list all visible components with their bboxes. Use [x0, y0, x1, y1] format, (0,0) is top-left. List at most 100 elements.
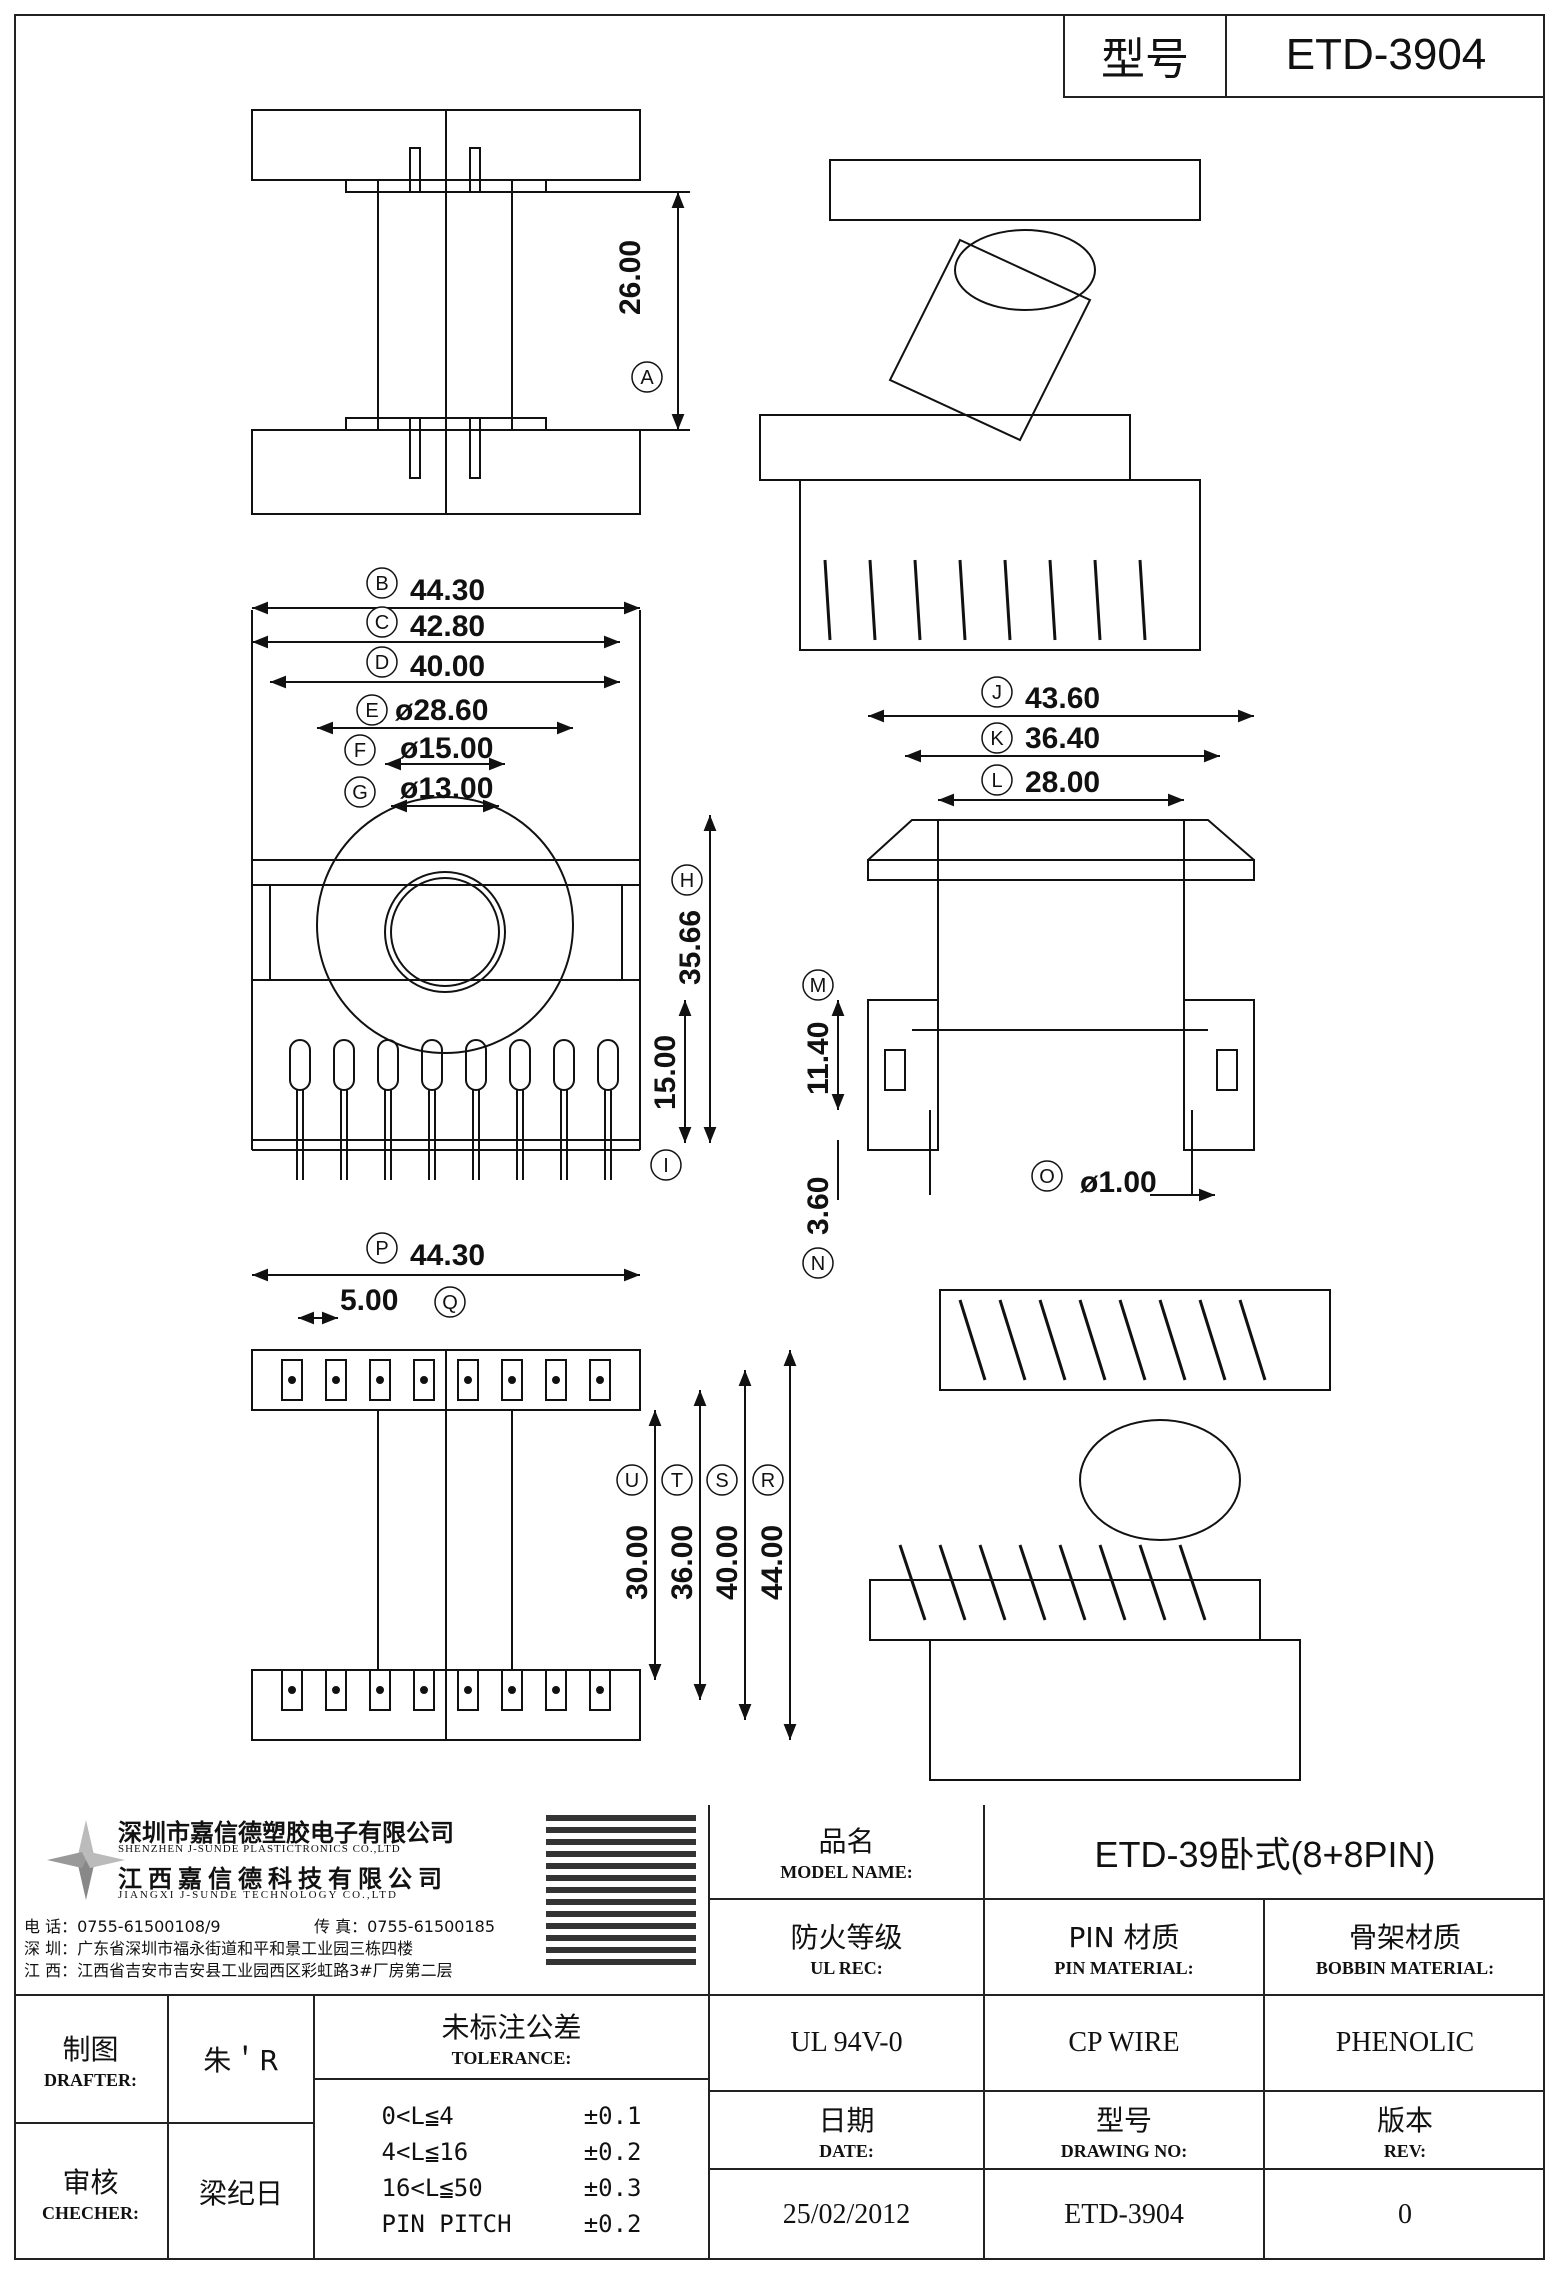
iso-pin: [898, 1544, 927, 1621]
dim-f-value: ø15.00: [400, 732, 493, 765]
dim-marker-l: L: [981, 764, 1013, 796]
pin-dot: [596, 1686, 604, 1694]
dim-d-value: 40.00: [410, 650, 485, 683]
dim-c-value: 42.80: [410, 610, 485, 643]
dim-marker-o: O: [1031, 1160, 1063, 1192]
date-value: 25/02/2012: [710, 2170, 985, 2260]
iso-pin: [1138, 559, 1147, 641]
pin-pad: [589, 1669, 611, 1711]
dim-marker-q-label: Q: [442, 1292, 458, 1314]
tolerance-value: ±0.2: [583, 2138, 642, 2166]
company-fax: 传 真：0755-61500185: [314, 1917, 496, 1936]
slot-icon: [553, 1039, 575, 1091]
dim-m-value: 11.40: [802, 1022, 835, 1095]
tolerance-range: 0<L≦4: [381, 2102, 454, 2130]
iso-pin: [1093, 559, 1102, 641]
company-phone: 电 话：0755-61500108/9: [24, 1917, 221, 1936]
dim-q-value: 5.00: [340, 1284, 398, 1317]
pin-pad: [501, 1359, 523, 1401]
dim-marker-g: G: [344, 776, 376, 808]
pin-dot: [552, 1686, 560, 1694]
dim-marker-g-label: G: [352, 782, 368, 804]
qr-code: [546, 1815, 696, 1965]
dim-a-value: 26.00: [614, 240, 647, 315]
pin-pad: [457, 1359, 479, 1401]
front-view: [251, 610, 641, 1151]
bottom-view: [251, 1349, 641, 1741]
pin-dot: [332, 1376, 340, 1384]
dim-marker-e: E: [356, 694, 388, 726]
dim-marker-n-label: N: [811, 1253, 825, 1275]
rev-label: 版本 REV:: [1265, 2092, 1545, 2170]
iso-pin: [978, 1544, 1007, 1621]
bobbin-material-value: PHENOLIC: [1265, 1996, 1545, 2092]
dim-marker-h-label: H: [680, 870, 694, 892]
pin-pad: [413, 1359, 435, 1401]
dim-marker-k-label: K: [990, 728, 1004, 750]
dim-marker-p-label: P: [375, 1238, 388, 1260]
dim-s-value: 40.00: [711, 1525, 744, 1600]
dim-marker-m-label: M: [810, 975, 827, 997]
pin-pad: [281, 1669, 303, 1711]
dim-marker-i: I: [650, 1149, 682, 1181]
slot-icon: [421, 1039, 443, 1091]
dim-n-value: 3.60: [802, 1177, 835, 1235]
tolerance-value: ±0.3: [583, 2174, 642, 2202]
pin-dot: [596, 1376, 604, 1384]
dim-marker-f: F: [344, 734, 376, 766]
iso-pins: [823, 559, 1267, 1621]
pin-pad: [413, 1669, 435, 1711]
pin-dot: [376, 1686, 384, 1694]
front-pins: [289, 1039, 619, 1180]
slot-icon: [377, 1039, 399, 1091]
pin-pad: [325, 1359, 347, 1401]
dim-marker-q: Q: [434, 1286, 466, 1318]
dim-p-value: 44.30: [410, 1239, 485, 1272]
checker-value: 梁纪日: [169, 2124, 315, 2260]
company-block: 深圳市嘉信德塑胶电子有限公司 SHENZHEN J-SUNDE PLASTICT…: [14, 1805, 710, 1996]
company-name-sz-en: SHENZHEN J-SUNDE PLASTICTRONICS CO.,LTD: [118, 1843, 401, 1855]
drafter-label: 制图 DRAFTER:: [14, 1996, 169, 2124]
dim-l-value: 28.00: [1025, 766, 1100, 799]
iso-pin: [1018, 1544, 1047, 1621]
dim-marker-i-label: I: [663, 1155, 669, 1177]
dim-marker-n: N: [802, 1247, 834, 1279]
company-logo: [42, 1815, 130, 1905]
dim-marker-o-label: O: [1039, 1166, 1055, 1188]
dim-b-value: 44.30: [410, 574, 485, 607]
dim-marker-b: B: [366, 567, 398, 599]
pin-pad: [545, 1669, 567, 1711]
dim-o-value: ø1.00: [1080, 1166, 1157, 1199]
company-address-jx: 江 西：江西省吉安市吉安县工业园西区彩虹路3#厂房第二层: [24, 1961, 453, 1980]
dim-marker-u: U: [616, 1464, 648, 1496]
pin-pad: [457, 1669, 479, 1711]
iso-pin: [1048, 559, 1057, 641]
top-view: [251, 109, 690, 515]
dim-e-value: ø28.60: [395, 694, 488, 727]
tolerance-range: 4<L≦16: [381, 2138, 469, 2166]
pin-pad: [545, 1359, 567, 1401]
dim-marker-r: R: [752, 1464, 784, 1496]
iso-view-bottom: [869, 1289, 1331, 1781]
pin-pad: [589, 1359, 611, 1401]
pin-dot: [552, 1376, 560, 1384]
dim-marker-s: S: [706, 1464, 738, 1496]
tolerance-row: 16<L≦50±0.3: [382, 2170, 642, 2206]
model-value: ETD-3904: [1285, 30, 1487, 79]
tolerance-range: PIN PITCH: [381, 2210, 512, 2238]
iso-pin: [1178, 1544, 1207, 1621]
dim-marker-u-label: U: [625, 1470, 639, 1492]
iso-pin: [1038, 1299, 1067, 1381]
product-name-label: 品名 MODEL NAME:: [710, 1805, 985, 1900]
slot-icon: [289, 1039, 311, 1091]
dim-i-value: 15.00: [649, 1035, 682, 1110]
model-box: 型号 ETD-3904: [1063, 14, 1545, 98]
dim-g-value: ø13.00: [400, 772, 493, 805]
dim-marker-k: K: [981, 722, 1013, 754]
pin-dot: [332, 1686, 340, 1694]
pin-pad: [501, 1669, 523, 1711]
pin-dot: [288, 1686, 296, 1694]
tolerance-row: PIN PITCH±0.2: [382, 2206, 642, 2242]
